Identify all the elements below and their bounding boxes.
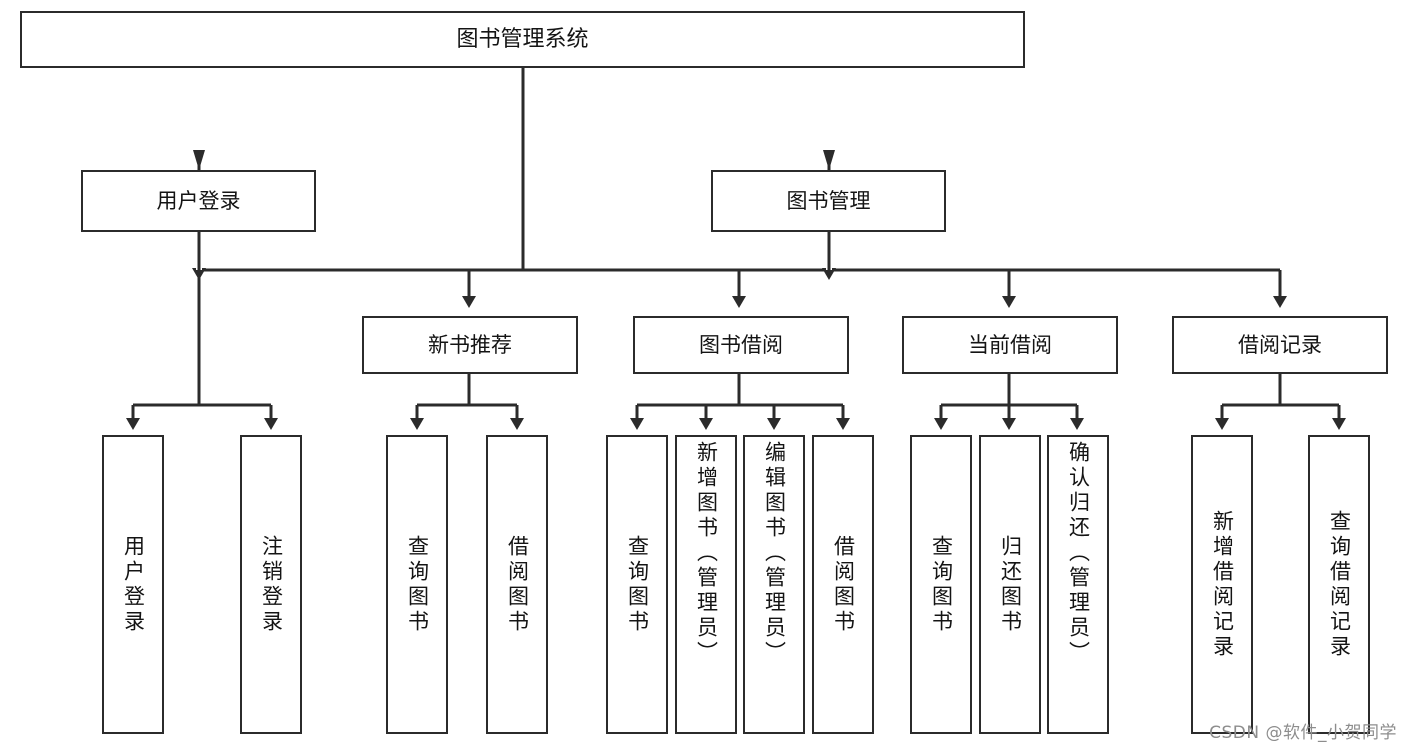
leaf-current-borrow-confirm[interactable]: 确认归还（管理员） [1047, 435, 1109, 734]
leaf-new-book-query[interactable]: 查询图书 [386, 435, 448, 734]
leaf-borrow-record-add[interactable]: 新增借阅记录 [1191, 435, 1253, 734]
node-root-label: 图书管理系统 [456, 26, 589, 52]
leaf-user-login-signout[interactable]: 注销登录 [240, 435, 302, 734]
leaf-label: 编辑图书（管理员） [762, 441, 787, 666]
node-user-login[interactable]: 用户登录 [81, 170, 316, 232]
csdn-watermark: CSDN @软件_小贺同学 [1209, 723, 1397, 743]
leaf-book-borrow-query[interactable]: 查询图书 [606, 435, 668, 734]
node-book-borrow-label: 图书借阅 [699, 332, 783, 357]
leaf-current-borrow-query[interactable]: 查询图书 [910, 435, 972, 734]
leaf-label: 新增图书（管理员） [694, 441, 719, 666]
leaf-label: 查询图书 [929, 534, 954, 635]
leaf-label: 借阅图书 [831, 534, 856, 635]
leaf-label: 用户登录 [121, 534, 146, 635]
node-root[interactable]: 图书管理系统 [20, 11, 1025, 68]
leaf-current-borrow-return[interactable]: 归还图书 [979, 435, 1041, 734]
node-new-book-recommend[interactable]: 新书推荐 [362, 316, 578, 374]
leaf-book-borrow-edit[interactable]: 编辑图书（管理员） [743, 435, 805, 734]
node-new-book-recommend-label: 新书推荐 [428, 332, 512, 357]
node-current-borrow-label: 当前借阅 [968, 332, 1052, 357]
leaf-label: 注销登录 [259, 534, 284, 635]
node-borrow-record-label: 借阅记录 [1238, 332, 1322, 357]
leaf-label: 查询图书 [625, 534, 650, 635]
leaf-label: 新增借阅记录 [1210, 509, 1235, 660]
node-book-management-label: 图书管理 [786, 188, 871, 213]
leaf-book-borrow-add[interactable]: 新增图书（管理员） [675, 435, 737, 734]
leaf-borrow-record-query[interactable]: 查询借阅记录 [1308, 435, 1370, 734]
leaf-label: 确认归还（管理员） [1066, 441, 1091, 666]
leaf-new-book-borrow[interactable]: 借阅图书 [486, 435, 548, 734]
node-book-management[interactable]: 图书管理 [711, 170, 946, 232]
node-book-borrow[interactable]: 图书借阅 [633, 316, 849, 374]
leaf-label: 借阅图书 [505, 534, 530, 635]
node-user-login-label: 用户登录 [156, 188, 241, 213]
leaf-label: 归还图书 [998, 534, 1023, 635]
leaf-label: 查询借阅记录 [1327, 509, 1352, 660]
node-current-borrow[interactable]: 当前借阅 [902, 316, 1118, 374]
leaf-label: 查询图书 [405, 534, 430, 635]
leaf-book-borrow-borrow[interactable]: 借阅图书 [812, 435, 874, 734]
leaf-user-login-signin[interactable]: 用户登录 [102, 435, 164, 734]
node-borrow-record[interactable]: 借阅记录 [1172, 316, 1388, 374]
